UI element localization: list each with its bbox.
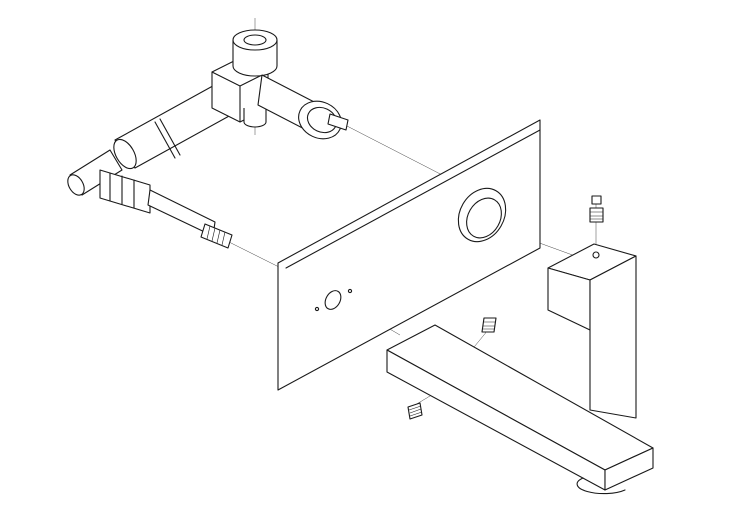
spout bbox=[386, 324, 654, 495]
grub-screw bbox=[407, 195, 604, 420]
wall-cover-plate bbox=[277, 119, 541, 391]
mixing-valve-body bbox=[67, 29, 349, 196]
valve-cartridge bbox=[99, 169, 233, 249]
spout-mounting-block bbox=[547, 243, 637, 419]
